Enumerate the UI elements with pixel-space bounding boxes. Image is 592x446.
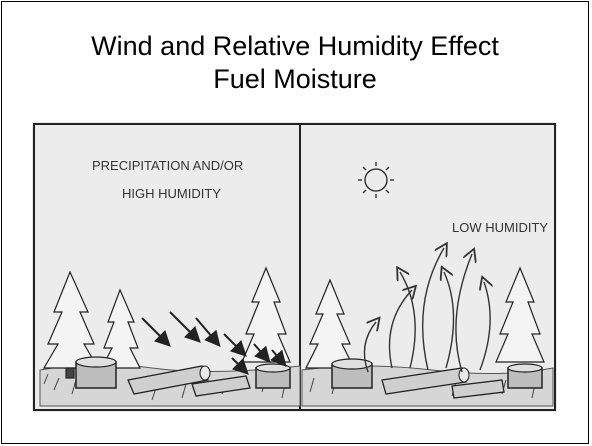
arrow-icon [363, 248, 490, 373]
log-icon [127, 365, 251, 397]
left-panel: PRECIPITATION AND/OR HIGH HUMIDITY [39, 158, 301, 407]
arrow-icon [141, 311, 287, 375]
left-panel-label-line2: HIGH HUMIDITY [122, 186, 221, 201]
title-line-2: Fuel Moisture [213, 64, 377, 94]
right-panel: LOW HUMIDITY [301, 162, 554, 407]
slide-title: Wind and Relative Humidity Effect Fuel M… [2, 30, 588, 96]
tree-icon [305, 278, 355, 369]
right-panel-label: LOW HUMIDITY [452, 220, 548, 235]
tree-icon [495, 266, 545, 363]
tree-icon [42, 270, 100, 379]
stump-icon [331, 358, 373, 389]
fuel-moisture-illustration: PRECIPITATION AND/OR HIGH HUMIDITY [32, 122, 557, 412]
stump-icon [255, 363, 291, 389]
title-line-1: Wind and Relative Humidity Effect [91, 31, 499, 61]
left-panel-label-line1: PRECIPITATION AND/OR [92, 158, 243, 173]
tree-icon [101, 288, 141, 369]
log-icon [381, 367, 505, 399]
stump-icon [507, 363, 543, 389]
stump-icon [75, 356, 117, 389]
sun-icon [358, 162, 394, 198]
